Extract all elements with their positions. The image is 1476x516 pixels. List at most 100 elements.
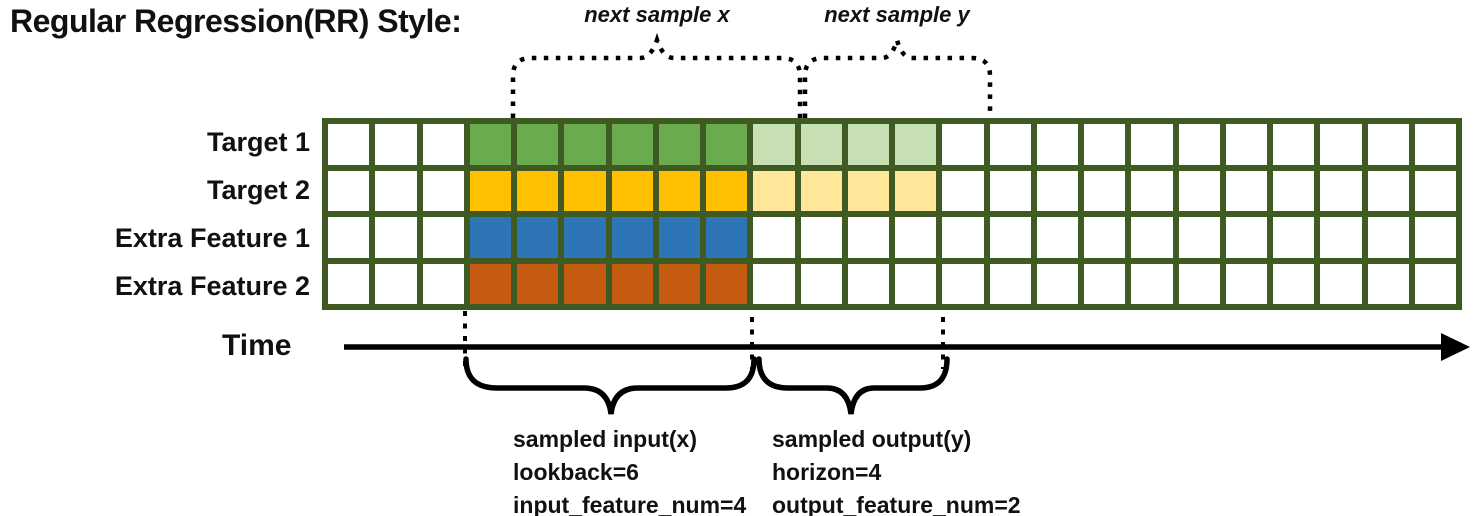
grid-cell bbox=[800, 170, 842, 211]
next-sample-x-label: next sample x bbox=[584, 2, 730, 27]
time-axis-arrowhead bbox=[1441, 333, 1470, 361]
grid-cell bbox=[942, 217, 984, 258]
grid-cell bbox=[1367, 217, 1409, 258]
grid-cell bbox=[847, 170, 889, 211]
grid-cell bbox=[422, 217, 464, 258]
grid-cell bbox=[611, 170, 653, 211]
grid-cell bbox=[895, 263, 937, 304]
grid-cell bbox=[1036, 170, 1078, 211]
grid-cell bbox=[1414, 124, 1456, 165]
grid-cell bbox=[1273, 263, 1315, 304]
grid-cell bbox=[1178, 217, 1220, 258]
sampled-output-brace bbox=[756, 356, 950, 415]
row-label: Extra Feature 1 bbox=[114, 223, 310, 253]
grid-cell bbox=[989, 217, 1031, 258]
grid-cell bbox=[1084, 124, 1126, 165]
grid-cell bbox=[658, 263, 700, 304]
grid-cell bbox=[1367, 263, 1409, 304]
grid-cell bbox=[375, 124, 417, 165]
time-label: Time bbox=[222, 329, 292, 362]
grid-cell bbox=[564, 217, 606, 258]
grid-cell bbox=[517, 263, 559, 304]
grid-cell bbox=[1367, 170, 1409, 211]
grid-cell bbox=[1131, 124, 1173, 165]
row-label: Target 2 bbox=[206, 175, 310, 205]
grid-cell bbox=[895, 170, 937, 211]
grid-cell bbox=[1273, 217, 1315, 258]
input-feature-num: input_feature_num=4 bbox=[513, 492, 747, 516]
grid-cell bbox=[847, 263, 889, 304]
grid-cell bbox=[1036, 263, 1078, 304]
grid-cell bbox=[611, 263, 653, 304]
grid-cell bbox=[800, 217, 842, 258]
grid-cell bbox=[753, 263, 795, 304]
row-label: Extra Feature 2 bbox=[114, 271, 310, 301]
grid-cell bbox=[658, 217, 700, 258]
grid-cell bbox=[1320, 217, 1362, 258]
grid-cell bbox=[1036, 217, 1078, 258]
grid-cell bbox=[1225, 263, 1267, 304]
grid-cell bbox=[753, 217, 795, 258]
grid-cell bbox=[1131, 263, 1173, 304]
grid-cell bbox=[422, 124, 464, 165]
sampled-input-brace bbox=[463, 356, 757, 415]
grid-cell bbox=[564, 170, 606, 211]
grid-cell bbox=[469, 170, 511, 211]
grid-cell bbox=[1084, 217, 1126, 258]
page-title: Regular Regression(RR) Style: bbox=[10, 3, 462, 39]
grid-cell bbox=[706, 124, 748, 165]
sampled-output-annotation: sampled output(y) horizon=4 output_featu… bbox=[772, 423, 1021, 516]
sample-grid bbox=[322, 118, 1462, 310]
grid-cell bbox=[469, 263, 511, 304]
grid-cell bbox=[895, 124, 937, 165]
grid-cell bbox=[1414, 217, 1456, 258]
grid-cell bbox=[328, 170, 370, 211]
next-sample-y-label: next sample y bbox=[824, 2, 970, 27]
grid-cell bbox=[564, 263, 606, 304]
grid-cell bbox=[564, 124, 606, 165]
grid-cell bbox=[422, 170, 464, 211]
grid-cell bbox=[1178, 124, 1220, 165]
grid-cell bbox=[611, 217, 653, 258]
grid-cell bbox=[658, 124, 700, 165]
grid-cell bbox=[328, 124, 370, 165]
grid-cell bbox=[469, 217, 511, 258]
grid-cell bbox=[1367, 124, 1409, 165]
grid-cell bbox=[1273, 170, 1315, 211]
grid-cell bbox=[989, 124, 1031, 165]
grid-cell bbox=[1225, 217, 1267, 258]
grid-cell bbox=[517, 217, 559, 258]
grid-cell bbox=[517, 124, 559, 165]
grid-cell bbox=[706, 217, 748, 258]
grid-cell bbox=[1178, 263, 1220, 304]
grid-cell bbox=[328, 217, 370, 258]
grid-cell bbox=[1084, 170, 1126, 211]
grid-cell bbox=[375, 170, 417, 211]
grid-cell bbox=[1084, 263, 1126, 304]
grid-cell bbox=[706, 170, 748, 211]
grid-cell bbox=[517, 170, 559, 211]
grid-cell bbox=[1414, 263, 1456, 304]
grid-cell bbox=[469, 124, 511, 165]
grid-cell bbox=[328, 263, 370, 304]
grid-cell bbox=[422, 263, 464, 304]
grid-cell bbox=[1273, 124, 1315, 165]
grid-cell bbox=[1036, 124, 1078, 165]
output-feature-num: output_feature_num=2 bbox=[772, 492, 1021, 516]
grid-cell bbox=[1225, 124, 1267, 165]
grid-cell bbox=[989, 263, 1031, 304]
grid-cell bbox=[1131, 217, 1173, 258]
grid-cell bbox=[375, 263, 417, 304]
grid-cell bbox=[706, 263, 748, 304]
grid-cell bbox=[942, 170, 984, 211]
grid-cell bbox=[800, 124, 842, 165]
next-sample-y-brace bbox=[802, 31, 993, 118]
sampled-input-title: sampled input(x) bbox=[513, 426, 698, 452]
grid-cell bbox=[658, 170, 700, 211]
grid-cell bbox=[1320, 170, 1362, 211]
grid-cell bbox=[1131, 170, 1173, 211]
grid-cell bbox=[942, 124, 984, 165]
grid-cell bbox=[753, 170, 795, 211]
